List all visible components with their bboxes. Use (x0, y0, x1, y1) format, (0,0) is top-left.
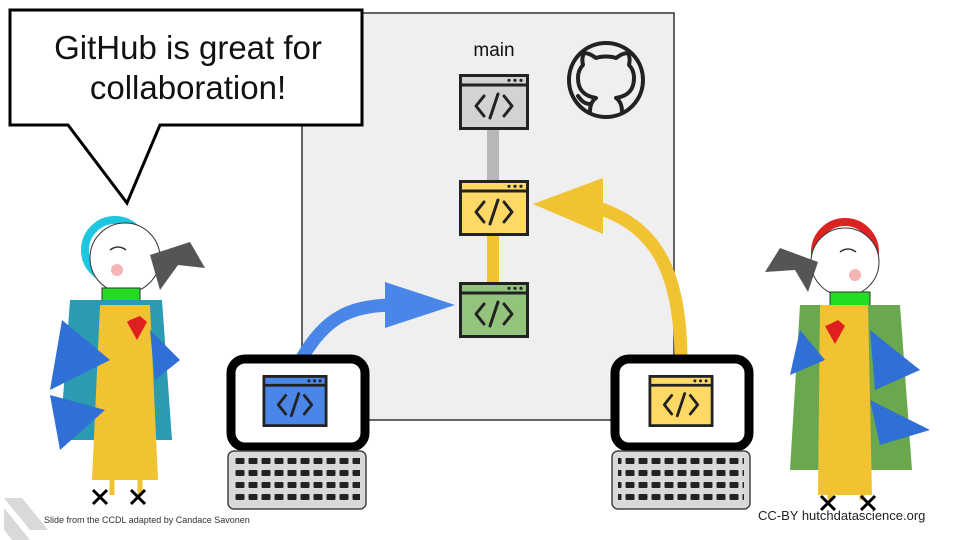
yellow-push-arrow (593, 200, 688, 363)
credit-left: Slide from the CCDL adapted by Candace S… (44, 515, 250, 525)
right-parrot-character (765, 218, 930, 512)
yellow-arrowhead (533, 178, 603, 234)
ccdl-logo-mark (4, 498, 48, 540)
right-computer (610, 354, 754, 510)
blue-push-arrow (296, 298, 396, 362)
left-computer (226, 354, 370, 510)
speech-bubble (8, 8, 364, 206)
github-octocat-icon (567, 41, 645, 119)
speech-bubble-text: GitHub is great for collaboration! (12, 28, 364, 108)
branch-label: main (473, 40, 515, 61)
connector-main-to-yellow (487, 128, 499, 180)
green-commit-code-icon (459, 282, 529, 338)
main-commit-code-icon (459, 74, 529, 130)
connector-yellow-to-green (487, 234, 499, 282)
left-parrot-character (50, 216, 205, 506)
right-computer-code-icon (648, 375, 714, 427)
speech-bubble-line-1: GitHub is great for (54, 29, 322, 66)
left-computer-code-icon (262, 375, 328, 427)
speech-bubble-line-2: collaboration! (89, 69, 287, 106)
blue-arrowhead (385, 282, 455, 328)
credit-right: CC-BY hutchdatascience.org (758, 508, 926, 523)
yellow-commit-code-icon (459, 180, 529, 236)
